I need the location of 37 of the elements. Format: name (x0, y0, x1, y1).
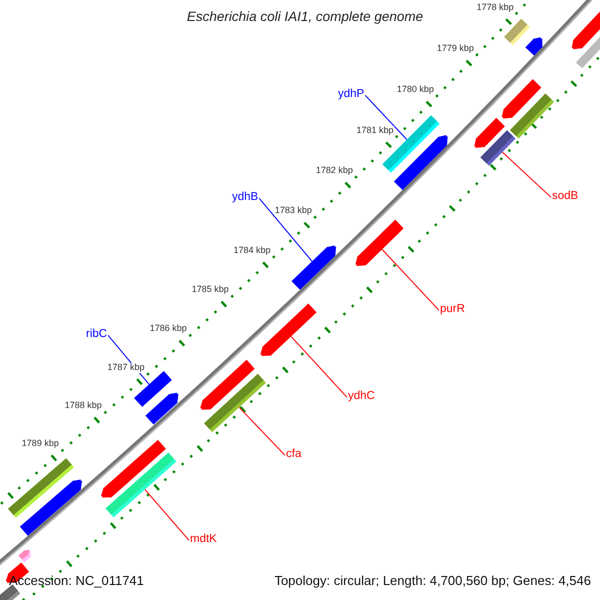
title: Escherichia coli IAI1, complete genome (186, 10, 424, 25)
scale-label: 1784 kbp (233, 246, 271, 256)
scale-label: 1789 kbp (22, 439, 59, 449)
gene-label: purR (440, 303, 465, 316)
leader-line (502, 152, 552, 198)
leader-line (144, 489, 190, 541)
gene-label: mdtK (190, 533, 217, 546)
gene-label: ydhC (348, 390, 375, 403)
gene-label: ydhP (338, 88, 364, 101)
gene-feature (260, 304, 317, 356)
gene-label: cfa (286, 448, 302, 461)
scale-label: 1781 kbp (356, 126, 394, 136)
gene-label: sodB (552, 190, 578, 203)
leader-line (238, 406, 286, 456)
scale-label: 1785 kbp (192, 285, 229, 296)
gene-label: ydhB (232, 191, 258, 204)
scale-label: 1778 kbp (476, 2, 514, 13)
scale-label: 1788 kbp (64, 401, 102, 411)
gene-feature (204, 374, 266, 432)
gene-feature (355, 220, 404, 266)
accession-text: Accession: NC_011741 (9, 574, 144, 588)
genome-info-text: Topology: circular; Length: 4,700,560 bp; Genes: 4,546 (274, 574, 591, 588)
leader-line (258, 198, 313, 262)
gene-feature (134, 371, 172, 407)
gene-feature (480, 130, 516, 166)
leader-line (382, 248, 440, 311)
leader-line (364, 94, 408, 140)
gene-label: ribC (86, 328, 108, 341)
scale-label: 1779 kbp (436, 44, 474, 54)
scale-label: 1787 kbp (107, 362, 144, 373)
scale-label: 1782 kbp (316, 166, 353, 176)
gene-feature (106, 452, 176, 518)
gene-feature (292, 245, 336, 290)
leader-line (290, 336, 348, 398)
scale-label: 1780 kbp (396, 85, 434, 96)
scale-label: 1783 kbp (274, 206, 312, 216)
scale-label: 1786 kbp (150, 324, 187, 334)
